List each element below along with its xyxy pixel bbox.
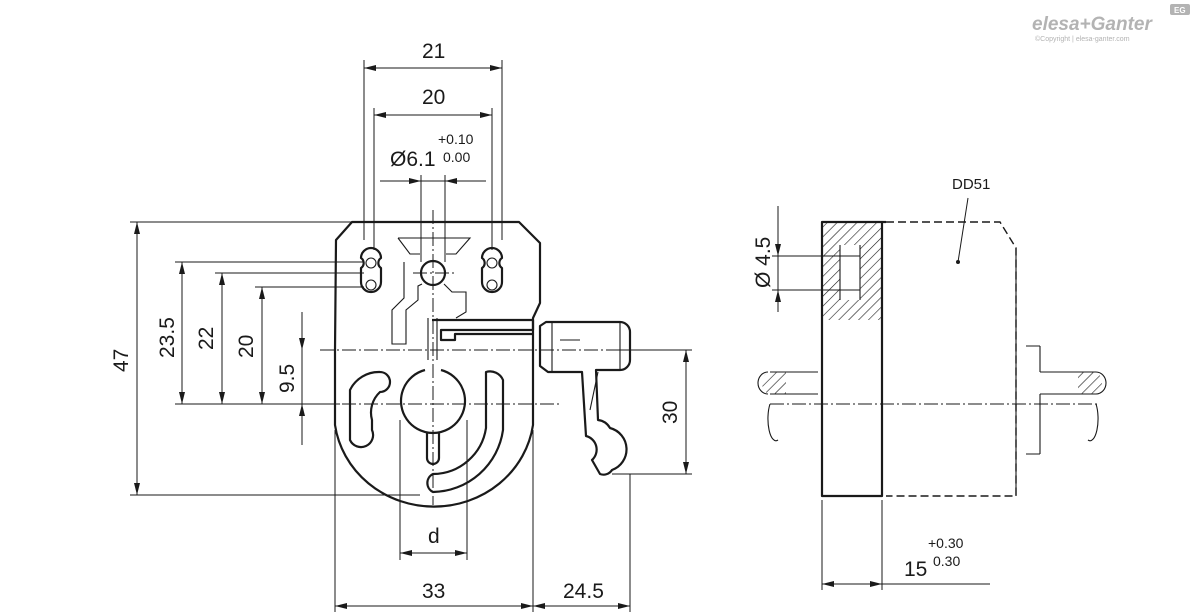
arrow bbox=[490, 65, 502, 71]
arrow bbox=[219, 392, 225, 404]
lever-handle-inner bbox=[551, 322, 621, 411]
front-view-dimensions: 21 20 Ø6.1 +0.10 0.00 47 23.5 bbox=[110, 40, 692, 612]
side-plate-outline bbox=[820, 220, 884, 498]
inner-pocket bbox=[391, 237, 472, 345]
axis-breaks bbox=[767, 403, 1099, 442]
arrow bbox=[335, 603, 347, 609]
dim-hole: Ø 4.5 bbox=[752, 237, 775, 288]
arrow bbox=[134, 483, 140, 495]
dim-15: 15 bbox=[904, 558, 927, 581]
arrow bbox=[299, 338, 305, 350]
dim-22: 22 bbox=[195, 327, 218, 350]
side-view: Ø 4.5 DD51 15 +0.30 0.30 bbox=[752, 176, 1107, 590]
arrow bbox=[299, 404, 305, 416]
slot-left-inner bbox=[365, 257, 377, 269]
arrow bbox=[683, 462, 689, 474]
arrow bbox=[219, 273, 225, 285]
brand-logo: elesa+Ganter EG ©Copyright | elesa-gante… bbox=[1032, 4, 1190, 43]
dd51-label: DD51 bbox=[952, 176, 990, 193]
dim-20: 20 bbox=[422, 86, 445, 109]
hatch-right bbox=[860, 245, 882, 300]
logo-badge: EG bbox=[1174, 6, 1186, 15]
arrow bbox=[134, 222, 140, 234]
copyright-text: ©Copyright | elesa-ganter.com bbox=[1035, 35, 1130, 43]
dim-33: 33 bbox=[422, 580, 445, 603]
dim-bore: Ø6.1 bbox=[390, 148, 436, 171]
arrow bbox=[259, 287, 265, 299]
lever-handle bbox=[538, 320, 632, 476]
arrow bbox=[870, 581, 882, 587]
arrow bbox=[618, 603, 630, 609]
phantom-outline bbox=[886, 221, 1017, 497]
arrow bbox=[533, 603, 545, 609]
hatch-top bbox=[822, 223, 882, 245]
shaft-break-right bbox=[1078, 372, 1102, 394]
arrow bbox=[409, 178, 421, 184]
logo-badge-box bbox=[1170, 4, 1190, 15]
front-view-part bbox=[333, 220, 632, 508]
arrow bbox=[480, 112, 492, 118]
dd51-leader-dot bbox=[956, 260, 960, 264]
arrow bbox=[179, 392, 185, 404]
logo-text: elesa+Ganter bbox=[1032, 14, 1153, 35]
dim-d: d bbox=[428, 525, 440, 548]
arrow bbox=[374, 112, 386, 118]
arrow bbox=[400, 550, 412, 556]
arrow bbox=[179, 262, 185, 274]
arrow bbox=[683, 350, 689, 362]
dim-21: 21 bbox=[422, 40, 445, 63]
arrow bbox=[259, 392, 265, 404]
lever-frame bbox=[432, 318, 535, 342]
side-hole-lines bbox=[839, 245, 861, 300]
arrow bbox=[364, 65, 376, 71]
bore-tol-lower: 0.00 bbox=[443, 149, 470, 165]
arrow bbox=[455, 550, 467, 556]
arrow bbox=[521, 603, 533, 609]
hatch-left bbox=[822, 245, 840, 300]
dim-30: 30 bbox=[659, 401, 682, 424]
dim-23-5: 23.5 bbox=[156, 317, 179, 358]
shaft-breaks bbox=[757, 371, 1107, 395]
dim-47: 47 bbox=[110, 349, 133, 372]
clamp-slit bbox=[427, 318, 438, 360]
bore-tol-upper: +0.10 bbox=[438, 131, 474, 147]
crescent-slot-left bbox=[348, 370, 392, 449]
hole-section-bg bbox=[840, 245, 860, 300]
dim-20-vertical: 20 bbox=[235, 335, 258, 358]
arrow bbox=[775, 290, 781, 302]
clamp-body-outline bbox=[333, 220, 542, 508]
hatch-bottom bbox=[822, 300, 882, 320]
shaft-lines bbox=[770, 345, 1041, 455]
slotted-hole-left bbox=[359, 246, 383, 294]
tol-15-lower: 0.30 bbox=[933, 553, 960, 569]
arrow bbox=[445, 178, 457, 184]
dim-24-5: 24.5 bbox=[563, 580, 604, 603]
arrow bbox=[775, 244, 781, 256]
arrow bbox=[822, 581, 834, 587]
slot-left-inner-2 bbox=[365, 279, 377, 291]
slotted-hole-right bbox=[480, 246, 504, 294]
front-view-centerlines bbox=[320, 210, 640, 505]
tol-15-upper: +0.30 bbox=[928, 535, 964, 551]
slot-right-inner-2 bbox=[486, 279, 498, 291]
main-bore bbox=[399, 368, 467, 435]
slot-right-inner bbox=[486, 257, 498, 269]
dim-9-5: 9.5 bbox=[276, 364, 299, 393]
dd51-leader bbox=[957, 197, 969, 263]
shaft-break-left bbox=[762, 372, 786, 394]
